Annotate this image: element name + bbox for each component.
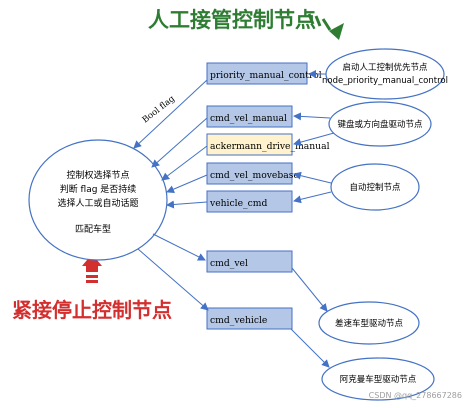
node-launch-manual: 启动人工控制优先节点 node_priority_manual_control [322,48,448,100]
node-ackermann-drive: 阿克曼车型驱动节点 [321,357,435,401]
header-title: 人工接管控制节点 [148,8,316,32]
topic-cmd-vel-label: cmd_vel [210,258,248,269]
edge-keyboard-to-ackermann-manual [293,132,335,147]
edge-cmd-vel-manual-to-selector [151,117,208,168]
selector-line4: 匹配车型 [75,223,111,235]
topic-priority-manual-control: priority_manual_control [206,62,322,85]
watermark: CSDN @qq_278667286 [369,391,462,400]
edge-movebase-to-selector [166,174,208,193]
node-autonomous-label: 自动控制节点 [349,182,401,193]
edge-vehicle-cmd-to-selector [166,200,208,209]
node-launch-manual-line2: node_priority_manual_control [322,76,448,86]
topic-cmd-vel-manual: cmd_vel_manual [206,105,293,128]
topic-priority-manual-control-label: priority_manual_control [210,70,322,81]
topic-cmd-vehicle-label: cmd_vehicle [210,315,267,326]
topic-ackermann-drive-manual: ackermann_drive_manual [206,133,330,156]
topic-cmd-vel-movebase-label: cmd_vel_movebase [210,170,299,181]
edge-auto-to-vehicle-cmd [293,191,332,204]
node-keyboard: 键盘或方向盘驱动节点 [328,101,432,147]
node-ackermann-drive-label: 阿克曼车型驱动节点 [340,374,417,385]
topic-vehicle-cmd: vehicle_cmd [206,190,293,213]
edge-cmd-vehicle-to-ackermann [290,328,330,368]
topic-vehicle-cmd-label: vehicle_cmd [209,198,267,209]
selector-line3: 选择人工或自动话题 [57,197,138,209]
node-launch-manual-line1: 启动人工控制优先节点 [342,62,428,73]
node-diff-drive: 差速车型驱动节点 [318,301,420,345]
node-autonomous: 自动控制节点 [330,163,420,211]
red-arrow-icon [82,254,102,283]
node-diff-drive-label: 差速车型驱动节点 [335,318,404,329]
edge-bool-flag-label: Bool flag [141,94,178,126]
topic-cmd-vel-manual-label: cmd_vel_manual [210,113,287,124]
emergency-label: 紧接停止控制节点 [12,298,172,322]
selector-line1: 控制权选择节点 [66,169,129,181]
edge-bool-flag [133,79,208,149]
node-keyboard-label: 键盘或方向盘驱动节点 [337,119,423,130]
edge-selector-to-cmd-vehicle [137,248,209,311]
green-arrow-icon [307,13,344,40]
topic-cmd-vel: cmd_vel [206,250,293,273]
edge-cmd-vel-to-diff-drive [291,267,328,312]
topic-cmd-vel-movebase: cmd_vel_movebase [206,162,299,185]
selector-line2: 判断 flag 是否持续 [60,183,137,195]
topic-ackermann-drive-manual-label: ackermann_drive_manual [210,141,330,152]
selector-node [28,139,168,261]
edge-ackermann-manual-to-selector [161,145,208,181]
topic-cmd-vehicle: cmd_vehicle [206,307,293,330]
edge-auto-to-movebase [293,171,332,184]
edge-selector-to-cmd-vel [152,233,206,261]
edge-keyboard-to-cmd-vel-manual [293,112,331,121]
